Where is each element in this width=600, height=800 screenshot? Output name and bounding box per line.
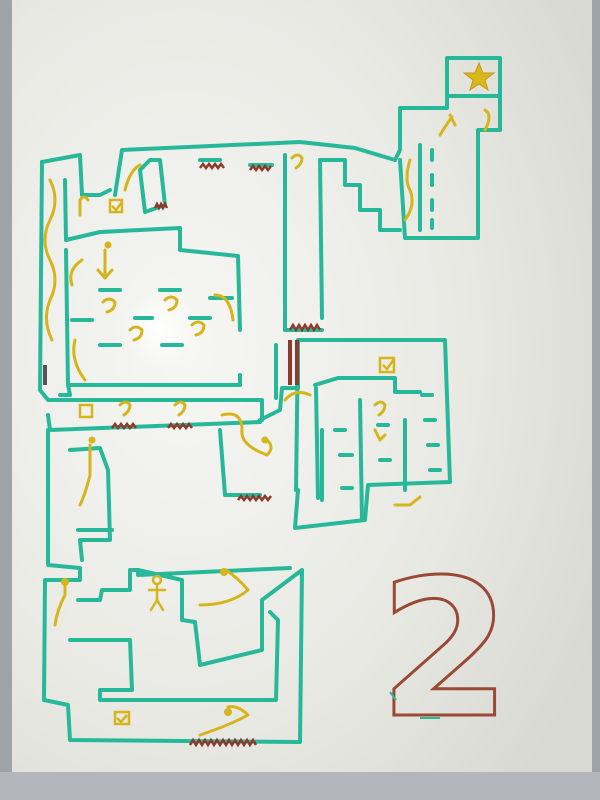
level-number: 2 <box>379 539 511 760</box>
board-bottom-rail <box>0 772 600 800</box>
